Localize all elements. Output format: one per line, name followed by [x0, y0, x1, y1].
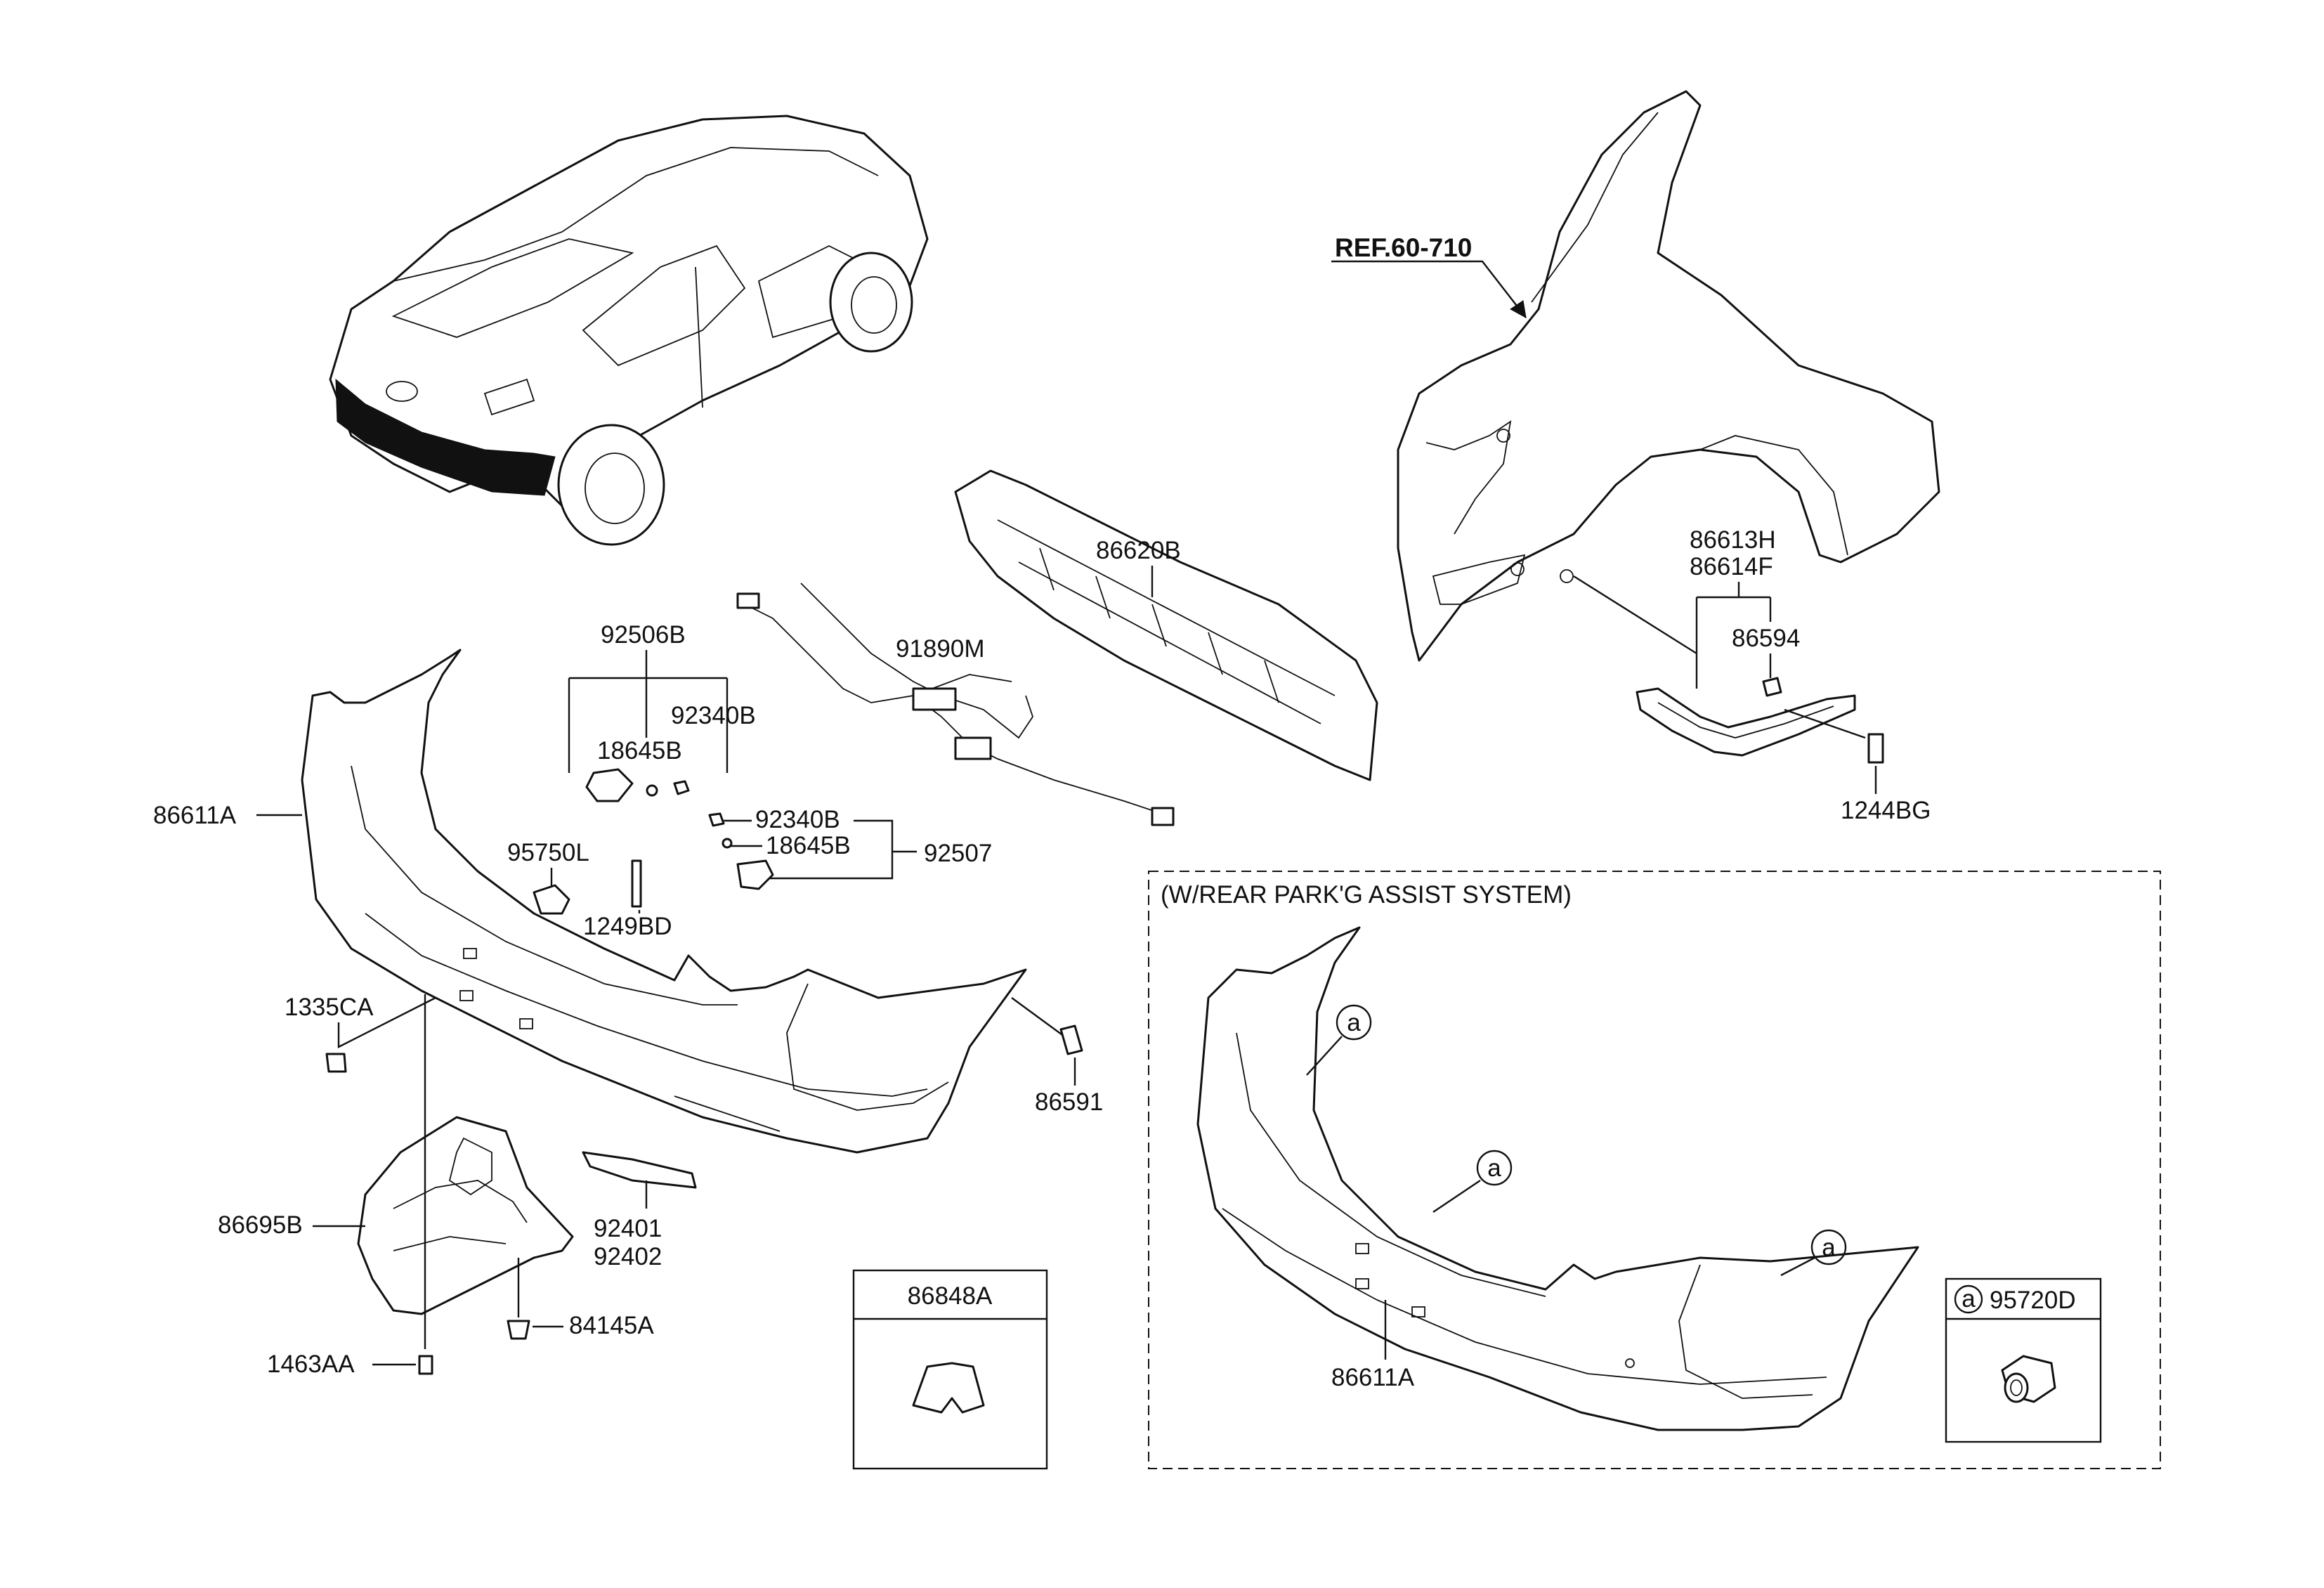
bolt-1244BG-part	[1867, 733, 1884, 764]
label-86611A-variant: 86611A	[1331, 1364, 1415, 1391]
screw-86591-part	[1059, 1024, 1083, 1055]
ref-arrow	[1510, 300, 1527, 318]
reflector-part	[582, 1151, 697, 1189]
clip-84145A-part	[507, 1320, 530, 1340]
rear-bumper-part	[301, 649, 1027, 1154]
legend-letter: a	[1961, 1285, 1976, 1313]
variant-bumper-part	[1196, 926, 1919, 1431]
clip-86594-part	[1762, 677, 1782, 697]
label-1249BD: 1249BD	[583, 913, 672, 940]
label-92340B-top: 92340B	[671, 702, 756, 729]
label-86594: 86594	[1732, 625, 1800, 652]
label-86848A: 86848A	[908, 1282, 993, 1310]
label-92402: 92402	[594, 1243, 662, 1270]
label-91890M: 91890M	[896, 635, 984, 663]
label-92401: 92401	[594, 1215, 662, 1242]
wiring-harness-part	[736, 583, 1175, 826]
sensor-95750L-part	[533, 884, 570, 915]
label-1463AA: 1463AA	[267, 1351, 355, 1378]
under-cover-part	[357, 1116, 574, 1315]
bulb-part	[646, 784, 658, 797]
label-18645B-mid: 18645B	[766, 832, 851, 859]
bolt-1249BD-part	[631, 859, 642, 908]
label-95720D: 95720D	[1990, 1287, 2076, 1314]
clip-1335CA-part	[325, 1053, 347, 1073]
label-84145A: 84145A	[569, 1312, 654, 1339]
clip-box: 86848A	[852, 1269, 1048, 1470]
ref-leader	[1331, 260, 1527, 318]
label-92340B-mid: 92340B	[755, 806, 840, 833]
sensor-95720D-part	[2001, 1355, 2056, 1403]
callout-a-2: a	[1487, 1154, 1501, 1182]
label-86611A: 86611A	[153, 802, 237, 829]
socket-part	[673, 780, 690, 795]
label-95750L: 95750L	[507, 839, 589, 866]
label-1335CA: 1335CA	[285, 994, 374, 1021]
label-92506B: 92506B	[601, 621, 686, 649]
label-18645B-top: 18645B	[597, 737, 682, 764]
callout-a-3: a	[1822, 1234, 1836, 1261]
clip-86848A-part	[912, 1362, 985, 1414]
label-86695B: 86695B	[218, 1211, 303, 1239]
label-1244BG: 1244BG	[1841, 797, 1931, 824]
label-86614F: 86614F	[1690, 553, 1773, 580]
variant-box: (W/REAR PARK'G ASSIST SYSTEM) a a a 8661…	[1148, 871, 2161, 1469]
callout-a-1: a	[1347, 1009, 1361, 1036]
label-86591: 86591	[1035, 1088, 1103, 1116]
bracket-part	[1636, 687, 1856, 757]
highlighted-rear-bumper	[335, 378, 556, 496]
screw-1463AA-part	[418, 1355, 433, 1375]
license-lamp-part-2	[736, 859, 774, 890]
quarter-panel-illustration	[1397, 90, 1940, 662]
label-86613H: 86613H	[1690, 526, 1776, 554]
car-illustration	[329, 115, 929, 546]
license-lamp-part	[585, 768, 634, 802]
label-86620B: 86620B	[1096, 537, 1181, 564]
variant-title: (W/REAR PARK'G ASSIST SYSTEM)	[1161, 881, 1572, 909]
label-92507: 92507	[924, 840, 992, 867]
ref-label: REF.60-710	[1335, 233, 1472, 262]
energy-absorber-part	[954, 469, 1378, 781]
